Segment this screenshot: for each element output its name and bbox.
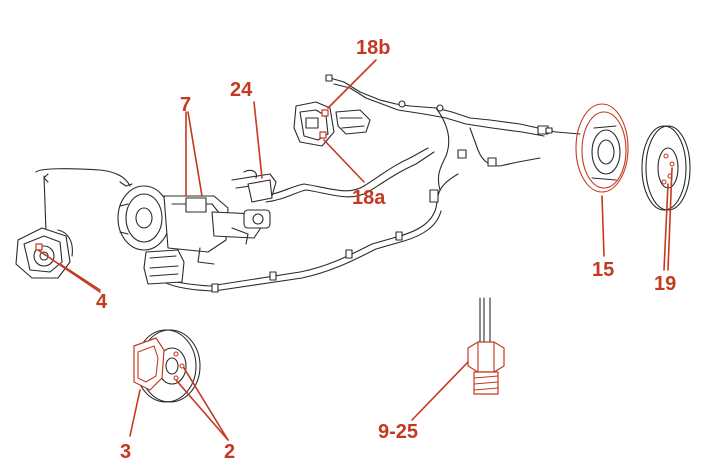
bracket-part — [231, 169, 277, 203]
callout-19: 19 — [654, 273, 677, 295]
leader-lines — [37, 59, 673, 441]
callout-2: 2 — [224, 441, 236, 463]
bolt-fitting — [467, 297, 505, 395]
callout-4: 4 — [96, 291, 108, 313]
bleeder-valve-18b-marker — [321, 109, 329, 117]
master-cylinder-assembly — [117, 185, 271, 285]
callout-3: 3 — [120, 441, 132, 463]
front-caliper-left — [15, 227, 73, 279]
front-rotor-caliper — [133, 329, 201, 403]
bleeder-valve-18a-marker — [319, 131, 327, 139]
callout-24: 24 — [230, 79, 253, 101]
brake-lines — [35, 74, 581, 293]
rear-rotor — [641, 125, 691, 211]
rear-caliper — [293, 101, 371, 147]
caliper-4-marker — [35, 243, 43, 251]
callout-7: 7 — [180, 94, 192, 116]
callout-18a: 18a — [352, 187, 386, 209]
dust-shield — [575, 103, 629, 193]
callout-9-25: 9-25 — [378, 421, 419, 443]
callout-15: 15 — [592, 259, 615, 281]
callout-18b: 18b — [356, 37, 391, 59]
